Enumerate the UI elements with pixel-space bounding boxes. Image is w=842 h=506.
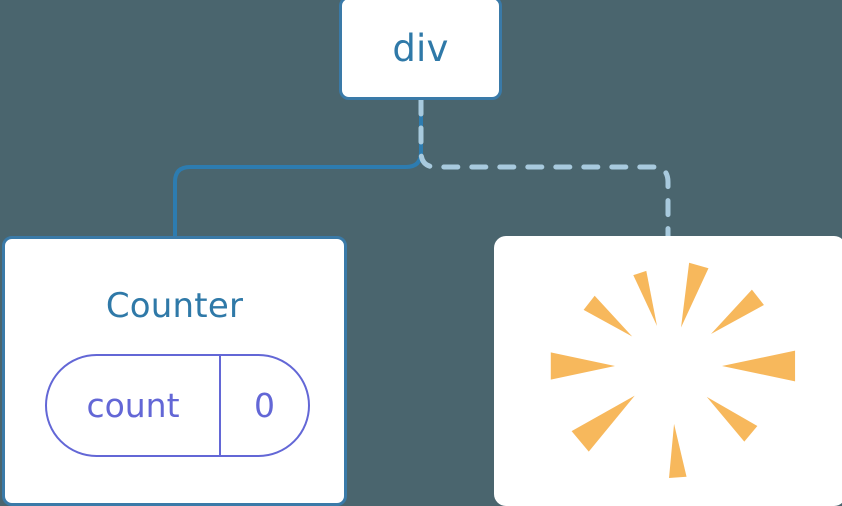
starburst-ray — [583, 295, 633, 337]
starburst-ray — [706, 396, 758, 442]
starburst-ray — [710, 289, 764, 334]
state-badge-count[interactable]: count 0 — [45, 354, 310, 457]
node-counter[interactable]: Counter count 0 — [2, 236, 347, 506]
node-div[interactable]: div — [339, 0, 502, 100]
starburst-icon — [550, 262, 796, 478]
state-key: count — [47, 356, 221, 455]
node-counter-label: Counter — [105, 286, 244, 326]
starburst-ray — [550, 352, 615, 380]
starburst-ray — [571, 395, 635, 452]
starburst-ray — [669, 423, 687, 478]
state-value: 0 — [254, 386, 275, 425]
starburst-ray — [633, 270, 658, 327]
starburst-ray — [722, 350, 796, 382]
edge-div-to-counter — [173, 98, 423, 238]
starburst-ray — [681, 262, 709, 328]
node-div-label: div — [392, 26, 449, 70]
edge-div-to-burst — [418, 97, 671, 239]
node-render-burst[interactable] — [494, 236, 842, 506]
